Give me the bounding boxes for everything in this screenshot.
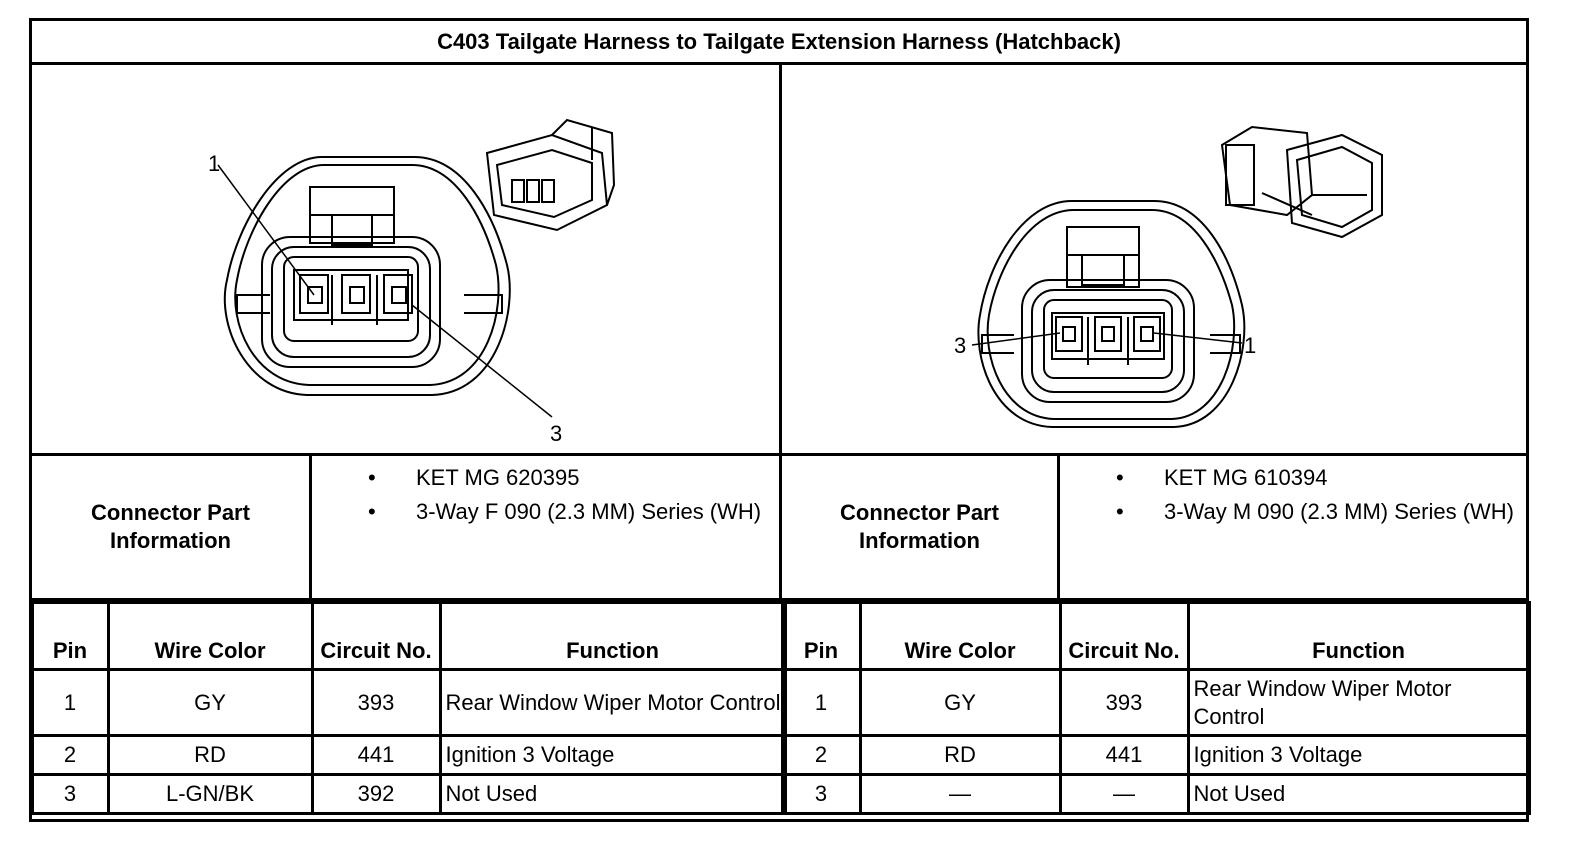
wire-color-cell: L-GN/BK	[106, 773, 314, 815]
function-header: Function	[438, 601, 787, 671]
pin-cell: 1	[780, 668, 862, 737]
wire-color-cell: GY	[106, 668, 314, 737]
part-number: KET MG 610394	[1060, 464, 1526, 492]
wire-color-header: Wire Color	[858, 601, 1062, 671]
left-pinout-table: Pin Wire Color Circuit No. Function 1 GY…	[30, 601, 787, 815]
series-description: 3-Way F 090 (2.3 MM) Series (WH)	[312, 498, 779, 526]
pin-cell: 3	[780, 773, 862, 815]
male-connector-drawing: 3 1	[954, 125, 1383, 428]
connector-sheet: C403 Tailgate Harness to Tailgate Extens…	[29, 18, 1531, 822]
table-row: 2 RD 441 Ignition 3 Voltage	[780, 734, 1531, 776]
circuit-cell: 392	[310, 773, 442, 815]
pin-header: Pin	[30, 601, 110, 671]
function-cell: Rear Window Wiper Motor Control	[1186, 668, 1531, 737]
circuit-cell: —	[1058, 773, 1190, 815]
callout-pin-3: 3	[550, 421, 562, 446]
function-cell: Ignition 3 Voltage	[1186, 734, 1531, 776]
function-cell: Ignition 3 Voltage	[438, 734, 787, 776]
part-number: KET MG 620395	[312, 464, 779, 492]
pin-cell: 2	[780, 734, 862, 776]
page-title: C403 Tailgate Harness to Tailgate Extens…	[32, 21, 1526, 65]
circuit-cell: 393	[1058, 668, 1190, 737]
connector-part-info-label: Connector Part Information	[782, 456, 1060, 598]
right-part-info-list: KET MG 610394 3-Way M 090 (2.3 MM) Serie…	[1060, 456, 1526, 598]
right-pinout-table: Pin Wire Color Circuit No. Function 1 GY…	[780, 601, 1531, 815]
wire-color-cell: GY	[858, 668, 1062, 737]
connector-part-info-label: Connector Part Information	[32, 456, 312, 598]
circuit-header: Circuit No.	[310, 601, 442, 671]
circuit-cell: 441	[310, 734, 442, 776]
table-row: 3 L-GN/BK 392 Not Used	[30, 773, 787, 815]
callout-pin-1: 1	[208, 151, 220, 176]
wire-color-header: Wire Color	[106, 601, 314, 671]
left-part-info: Connector Part Information KET MG 620395…	[32, 456, 782, 601]
callout-pin-1: 1	[1244, 333, 1256, 358]
female-connector-drawing: 1 3	[208, 118, 616, 446]
function-cell: Not Used	[1186, 773, 1531, 815]
pin-cell: 3	[30, 773, 110, 815]
circuit-cell: 441	[1058, 734, 1190, 776]
function-cell: Not Used	[438, 773, 787, 815]
left-connector-figure: 1 3	[32, 65, 782, 456]
wire-color-cell: —	[858, 773, 1062, 815]
pin-header: Pin	[780, 601, 862, 671]
wire-color-cell: RD	[106, 734, 314, 776]
table-row: 1 GY 393 Rear Window Wiper Motor Control	[780, 668, 1531, 737]
function-cell: Rear Window Wiper Motor Control	[438, 668, 787, 737]
left-part-info-list: KET MG 620395 3-Way F 090 (2.3 MM) Serie…	[312, 456, 779, 598]
right-part-info: Connector Part Information KET MG 610394…	[782, 456, 1526, 601]
table-row: 3 — — Not Used	[780, 773, 1531, 815]
series-description: 3-Way M 090 (2.3 MM) Series (WH)	[1060, 498, 1526, 526]
pin-cell: 1	[30, 668, 110, 737]
table-row: 2 RD 441 Ignition 3 Voltage	[30, 734, 787, 776]
function-header: Function	[1186, 601, 1531, 671]
circuit-header: Circuit No.	[1058, 601, 1190, 671]
table-row: 1 GY 393 Rear Window Wiper Motor Control	[30, 668, 787, 737]
pin-cell: 2	[30, 734, 110, 776]
callout-pin-3: 3	[954, 333, 966, 358]
circuit-cell: 393	[310, 668, 442, 737]
right-connector-figure: 3 1	[782, 65, 1526, 456]
wire-color-cell: RD	[858, 734, 1062, 776]
